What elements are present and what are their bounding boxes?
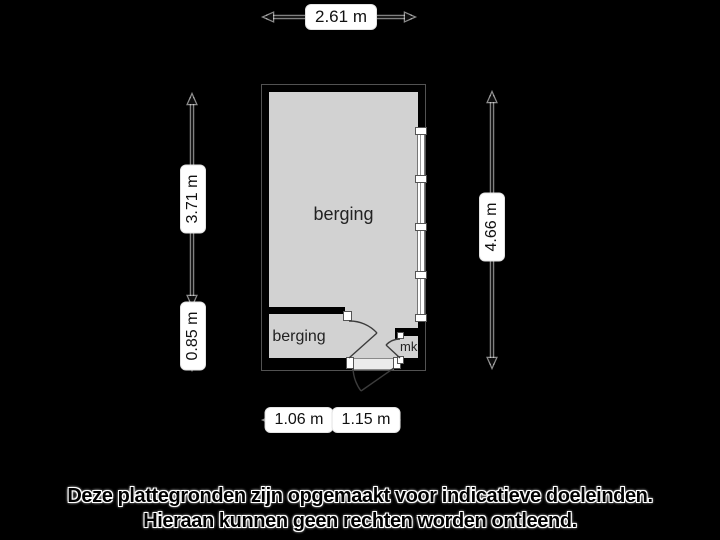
- disclaimer-line-2: Hieraan kunnen geen rechten worden ontle…: [143, 510, 577, 532]
- wall-meter-closet: [395, 328, 425, 336]
- disclaimer: Deze plattegronden zijn opgemaakt voor i…: [0, 484, 720, 534]
- dimension-label-left-lower: 0.85 m: [180, 301, 206, 371]
- wall-storage-divider: [262, 307, 345, 314]
- door-swings: [348, 320, 401, 392]
- dimension-label-bottom-left: 1.06 m: [264, 407, 334, 433]
- door-entrance: [352, 367, 395, 392]
- door-jamb: [397, 332, 404, 339]
- dimension-label-top: 2.61 m: [305, 4, 377, 30]
- door-jamb: [343, 311, 352, 321]
- dimension-lines: [191, 16, 493, 421]
- entrance-threshold: [352, 358, 394, 370]
- window-connector: [415, 271, 427, 279]
- arrow-halos: [189, 14, 495, 423]
- window-connector: [415, 223, 427, 231]
- window-connector: [415, 314, 427, 322]
- floor-plan: [262, 85, 427, 370]
- room-label-berging-main: berging: [313, 204, 374, 224]
- dimension-label-bottom-right: 1.15 m: [331, 407, 401, 433]
- door-storage: [348, 320, 378, 359]
- dimension-label-left-upper: 3.71 m: [180, 164, 206, 234]
- arrowheads: [186, 11, 498, 426]
- window-connector: [415, 175, 427, 183]
- room-label-mk: mk: [400, 339, 418, 354]
- dimension-label-right: 4.66 m: [479, 192, 505, 262]
- disclaimer-line-1: Deze plattegronden zijn opgemaakt voor i…: [67, 485, 653, 507]
- room-label-berging-storage: berging: [272, 328, 326, 345]
- window-connector: [415, 127, 427, 135]
- door-meter-closet: [385, 338, 401, 359]
- door-jamb: [397, 356, 404, 364]
